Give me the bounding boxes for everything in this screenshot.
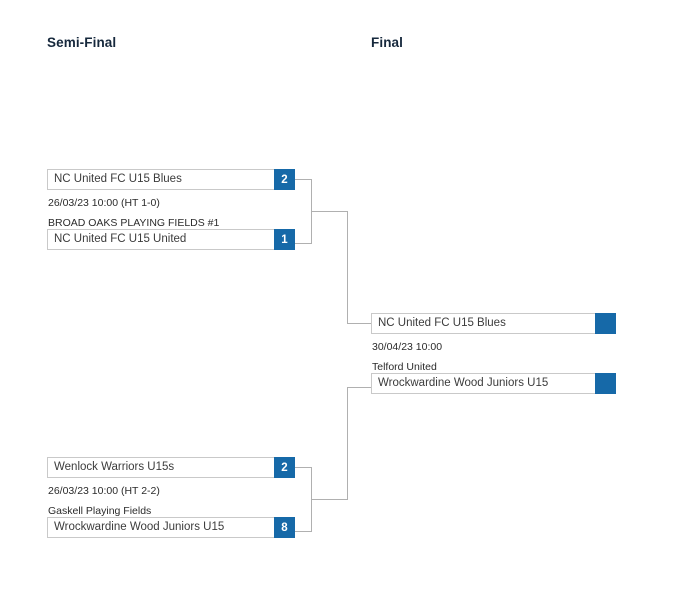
match-datetime: 30/04/23 10:00 [372,341,443,353]
team-row[interactable]: NC United FC U15 Blues [371,313,616,334]
team-row[interactable]: Wrockwardine Wood Juniors U15 8 [47,517,295,538]
connector-line [295,467,311,468]
connector-line [347,323,371,324]
score-badge [595,313,616,334]
score-badge [595,373,616,394]
round-heading-semi-final: Semi-Final [47,35,117,50]
team-row[interactable]: NC United FC U15 United 1 [47,229,295,250]
team-name: Wrockwardine Wood Juniors U15 [378,377,549,389]
match-semi-final-2: Wenlock Warriors U15s 2 26/03/23 10:00 (… [47,457,295,538]
connector-line [311,499,347,500]
team-name: Wenlock Warriors U15s [54,461,175,473]
connector-line [347,387,348,500]
team-row[interactable]: Wrockwardine Wood Juniors U15 [371,373,616,394]
score-badge: 2 [274,457,295,478]
score-badge: 2 [274,169,295,190]
match-venue: Gaskell Playing Fields [48,505,152,517]
match-datetime: 26/03/23 10:00 (HT 1-0) [48,197,160,209]
score-badge: 8 [274,517,295,538]
team-row[interactable]: Wenlock Warriors U15s 2 [47,457,295,478]
round-heading-final: Final [371,35,404,50]
connector-line [295,531,311,532]
connector-line [347,387,371,388]
team-name: NC United FC U15 Blues [54,173,182,185]
match-datetime: 26/03/23 10:00 (HT 2-2) [48,485,160,497]
connector-line [295,179,311,180]
team-row[interactable]: NC United FC U15 Blues 2 [47,169,295,190]
match-venue: BROAD OAKS PLAYING FIELDS #1 [48,217,220,229]
connector-line [295,243,311,244]
match-final: NC United FC U15 Blues 30/04/23 10:00 Te… [371,313,616,394]
match-venue: Telford United [372,361,437,373]
team-name: Wrockwardine Wood Juniors U15 [54,521,225,533]
connector-line [311,211,347,212]
team-name: NC United FC U15 United [54,233,187,245]
connector-line [347,211,348,324]
team-name: NC United FC U15 Blues [378,317,506,329]
match-semi-final-1: NC United FC U15 Blues 2 26/03/23 10:00 … [47,169,295,250]
score-badge: 1 [274,229,295,250]
